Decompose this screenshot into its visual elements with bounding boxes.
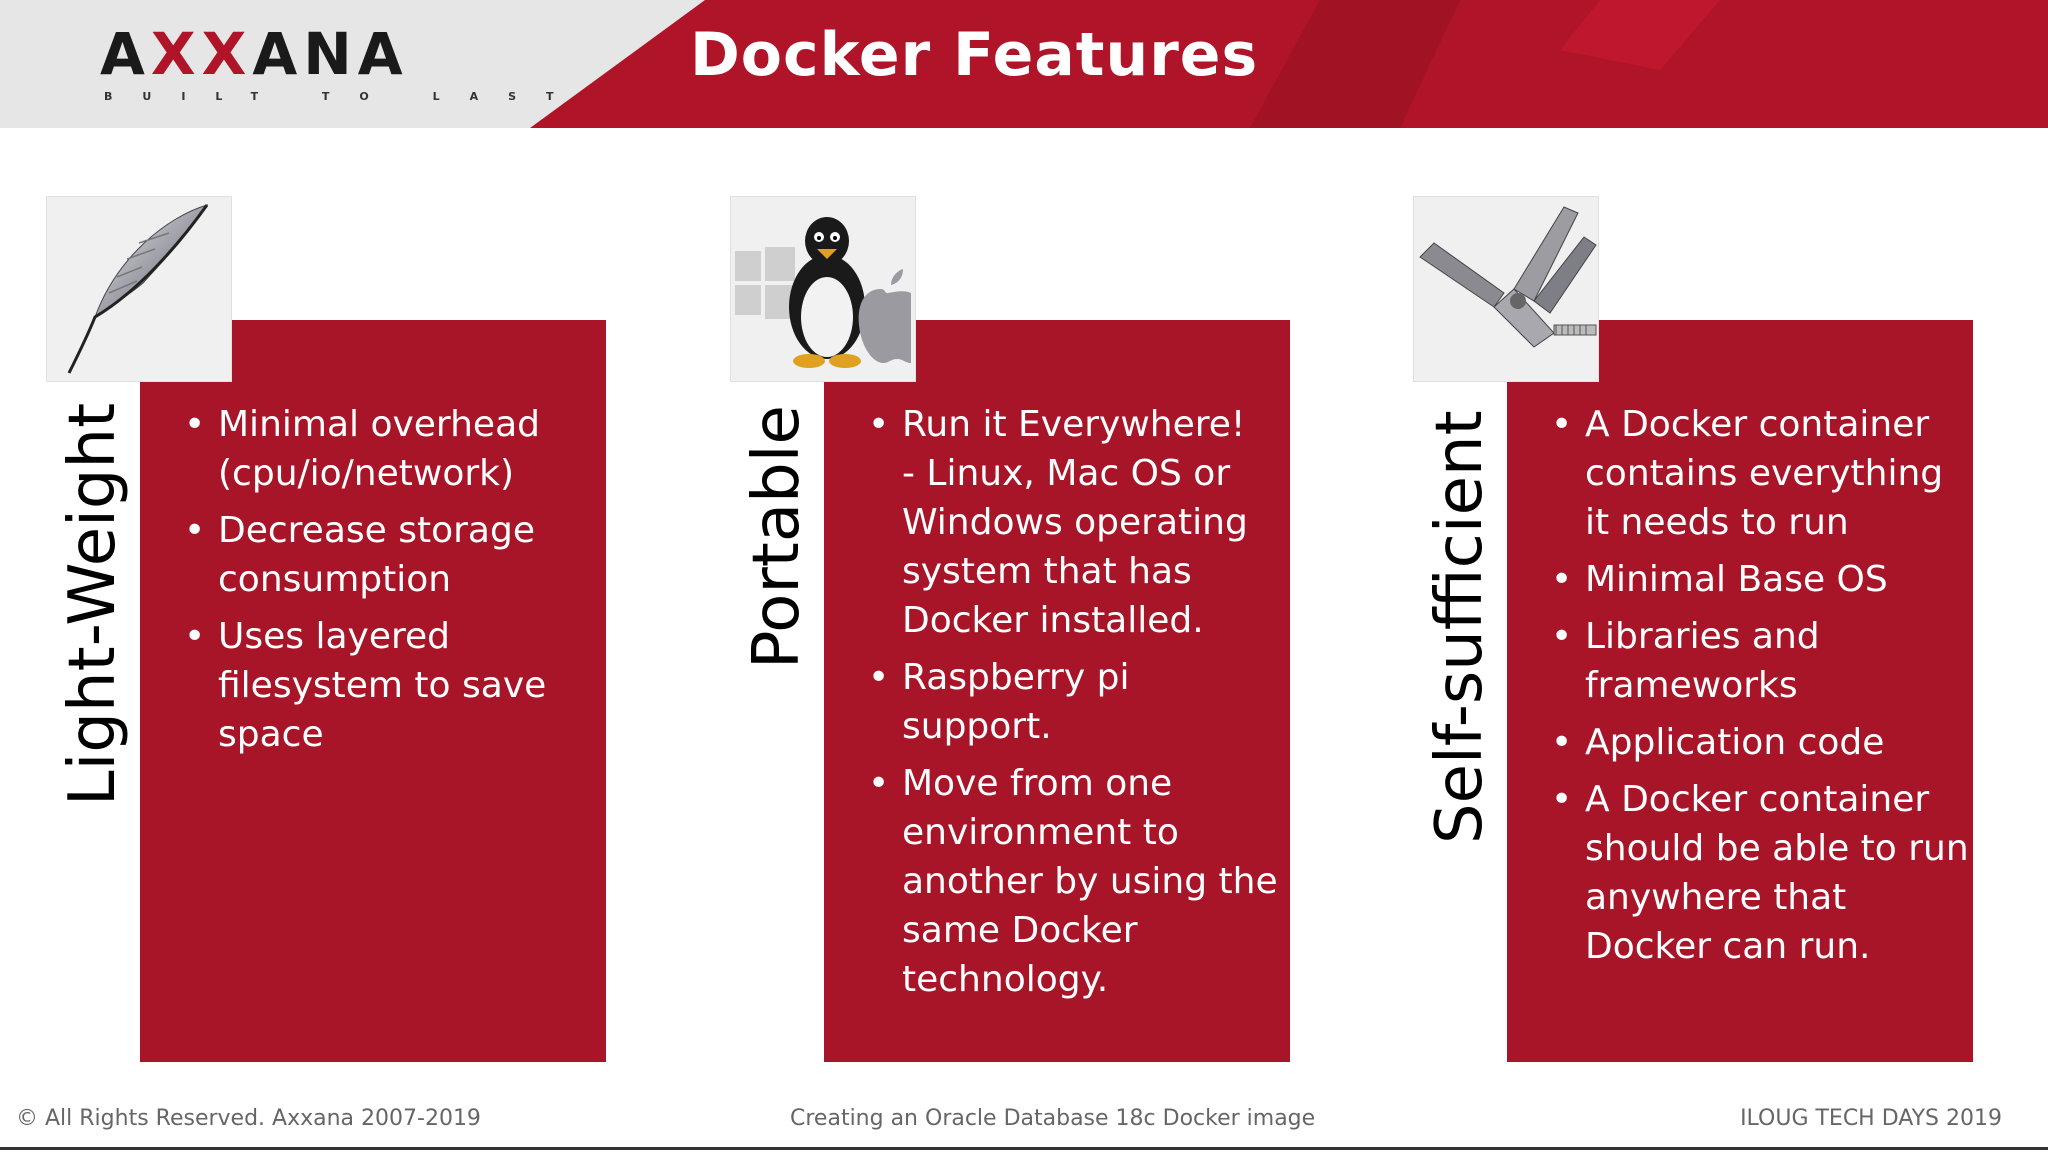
feature-column-self-sufficient: Self-sufficient A Docker container conta… <box>1413 196 2033 1066</box>
feature-column-light-weight: Light-Weight Minimal overhead (cpu/io/ne… <box>46 196 666 1066</box>
logo-tagline: BUILT TO LAST <box>104 90 584 103</box>
list-item: Application code <box>1551 718 1971 767</box>
footer-copyright: © All Rights Reserved. Axxana 2007-2019 <box>16 1106 481 1131</box>
feature-bullet-list: Minimal overhead (cpu/io/network) Decrea… <box>184 400 604 767</box>
footer-subject: Creating an Oracle Database 18c Docker i… <box>790 1106 1316 1131</box>
list-item: A Docker container should be able to run… <box>1551 775 1971 971</box>
footer-event: ILOUG TECH DAYS 2019 <box>1740 1106 2002 1131</box>
multitool-icon <box>1413 196 1599 382</box>
list-item: Libraries and frameworks <box>1551 612 1971 710</box>
axxana-logo: AXXANA BUILT TO LAST <box>100 20 554 104</box>
list-item: Uses layered filesystem to save space <box>184 612 604 759</box>
footer-divider <box>0 1147 2048 1150</box>
logo-wordmark: AXXANA <box>100 20 409 88</box>
os-logos-icon <box>730 196 916 382</box>
list-item: Raspberry pi support. <box>868 653 1288 751</box>
feature-label: Portable <box>740 405 814 669</box>
list-item: Decrease storage consumption <box>184 506 604 604</box>
feature-bullet-list: Run it Everywhere! - Linux, Mac OS or Wi… <box>868 400 1288 1012</box>
list-item: Minimal overhead (cpu/io/network) <box>184 400 604 498</box>
feature-column-portable: Portable Run it Everywhere! - Linux, Mac… <box>730 196 1350 1066</box>
feather-icon <box>46 196 232 382</box>
feature-label: Self-sufficient <box>1423 410 1497 844</box>
slide-title: Docker Features <box>690 20 1259 90</box>
list-item: Move from one environment to another by … <box>868 759 1288 1004</box>
list-item: Run it Everywhere! - Linux, Mac OS or Wi… <box>868 400 1288 645</box>
feature-bullet-list: A Docker container contains everything i… <box>1551 400 1971 979</box>
feature-label: Light-Weight <box>56 402 130 806</box>
list-item: A Docker container contains everything i… <box>1551 400 1971 547</box>
list-item: Minimal Base OS <box>1551 555 1971 604</box>
